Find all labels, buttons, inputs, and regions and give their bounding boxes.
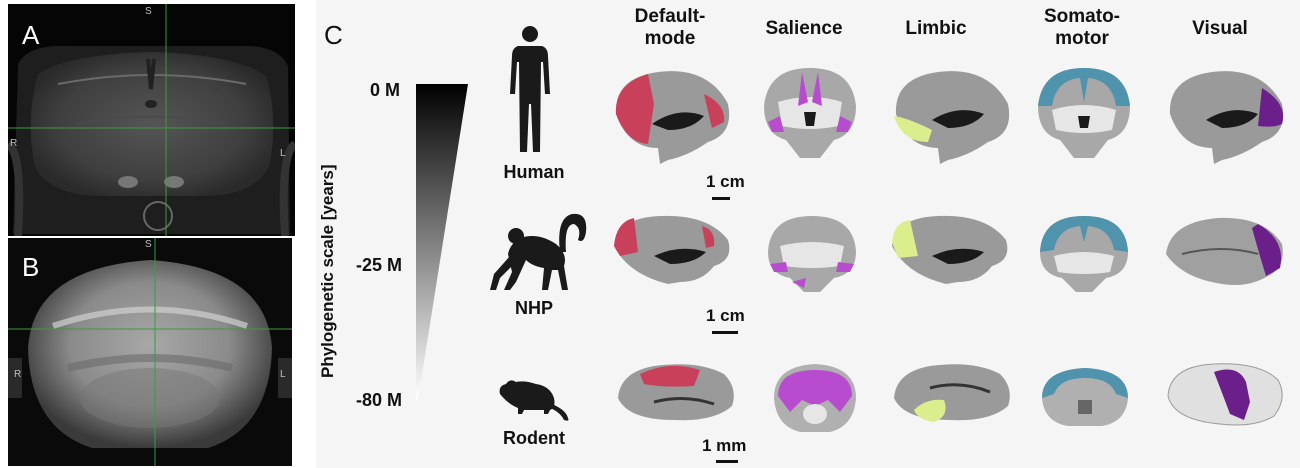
brain-human-limbic xyxy=(894,71,1010,164)
brain-rodent-salience xyxy=(774,364,856,432)
panel-a-right-label: R xyxy=(10,138,18,149)
panel-a-letter: A xyxy=(22,20,40,50)
panel-a-superior-label: S xyxy=(145,6,152,17)
column-header-visual: Visual xyxy=(1192,18,1248,39)
column-header-limbic: Limbic xyxy=(905,18,967,39)
species-label-human: Human xyxy=(503,162,565,182)
brain-nhp-somatomotor xyxy=(1040,216,1128,292)
panel-b-letter: B xyxy=(22,252,40,282)
brain-nhp-default-mode xyxy=(614,215,730,284)
phylogenetic-gradient-triangle xyxy=(416,84,468,400)
brain-rodent-limbic xyxy=(894,364,1010,422)
species-label-rodent: Rodent xyxy=(503,428,565,448)
phylogenetic-axis-label: Phylogenetic scale [years] xyxy=(318,164,337,378)
column-header-somatomotor: Somato- motor xyxy=(1044,6,1120,49)
scale-bar-rodent xyxy=(716,460,738,463)
scale-bar-label-rodent: 1 mm xyxy=(702,436,747,455)
time-mark-25: -25 M xyxy=(356,255,403,275)
time-mark-80: -80 M xyxy=(356,390,403,410)
panel-b-superior-label: S xyxy=(145,239,152,250)
panel-b-right-label: R xyxy=(14,369,22,380)
panel-c-letter: C xyxy=(324,20,343,50)
brain-nhp-visual xyxy=(1166,217,1283,285)
column-header-default-mode: Default- mode xyxy=(634,6,706,49)
brain-nhp-limbic xyxy=(892,215,1008,284)
brain-human-salience xyxy=(764,68,856,158)
time-mark-0: 0 M xyxy=(370,80,401,100)
panel-b-left-label: L xyxy=(280,369,286,380)
mri-panel-b xyxy=(8,238,292,466)
scale-bar-label-human: 1 cm xyxy=(706,172,745,191)
scale-bar-label-nhp: 1 cm xyxy=(706,306,745,325)
scale-bar-nhp xyxy=(712,331,738,334)
column-header-salience: Salience xyxy=(765,18,843,39)
human-silhouette-icon xyxy=(510,26,550,152)
panel-a-left-label: L xyxy=(280,148,286,159)
monkey-silhouette-icon xyxy=(490,213,587,290)
brain-rodent-somatomotor xyxy=(1042,368,1128,426)
scale-bar-human xyxy=(712,197,730,200)
rat-silhouette-icon xyxy=(499,380,569,421)
species-label-nhp: NHP xyxy=(514,298,553,318)
brain-nhp-salience xyxy=(768,216,856,292)
brain-rodent-visual xyxy=(1167,363,1283,426)
mri-panel-a xyxy=(8,4,295,236)
brain-human-default-mode xyxy=(615,71,730,164)
brain-human-visual xyxy=(1169,71,1284,164)
brain-rodent-default-mode xyxy=(618,364,734,421)
brain-human-somatomotor xyxy=(1038,68,1130,158)
